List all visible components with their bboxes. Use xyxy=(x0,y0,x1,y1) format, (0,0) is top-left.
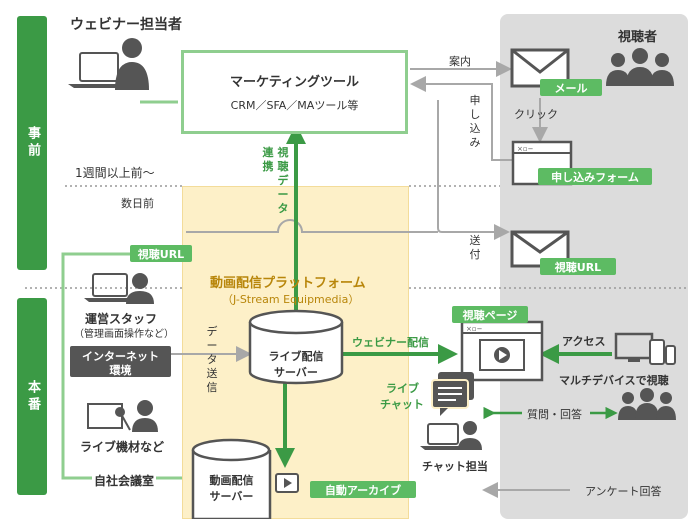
viewing-data-label: 視聴データ xyxy=(277,146,289,215)
send-label: 送付 xyxy=(469,234,481,261)
room-label: 自社会議室 xyxy=(92,472,157,489)
phase-before-label: 事前 xyxy=(25,126,40,160)
access-label: アクセス xyxy=(562,335,606,348)
auto-archive-tag: 自動アーカイブ xyxy=(310,481,416,498)
marketing-tool-subtitle: CRM／SFA／MAツール等 xyxy=(230,99,359,112)
survey-label: アンケート回答 xyxy=(585,485,662,498)
internet-environment-box xyxy=(70,346,171,377)
live-chat-label-1: ライブ xyxy=(386,382,419,395)
vod-server-label-2: サーバー xyxy=(209,490,254,503)
data-send-label: データ送信 xyxy=(206,325,218,394)
click-label: クリック xyxy=(514,108,558,121)
days-before-label: 数日前 xyxy=(121,197,154,210)
multi-device-label: マルチデバイスで視聴 xyxy=(559,374,669,387)
phase-live-tab: 本番 xyxy=(17,298,47,495)
equipment-label: ライブ機材など xyxy=(80,440,165,454)
live-server-label-2: サーバー xyxy=(274,366,318,379)
view-url-tag: 視聴URL xyxy=(540,258,616,275)
chat-staff-label: チャット担当 xyxy=(422,460,488,473)
staff-note-label: （管理画面操作など） xyxy=(74,329,174,340)
phase-live-label: 本番 xyxy=(25,379,40,414)
phase-before-tab: 事前 xyxy=(17,16,47,270)
apply-label: 申し込み xyxy=(469,94,481,149)
marketing-tool-box xyxy=(181,50,408,134)
environment-label: 環境 xyxy=(109,364,132,377)
platform-title: 動画配信プラットフォーム xyxy=(210,276,366,291)
live-server-label-1: ライブ配信 xyxy=(268,350,324,363)
viewers-label: 視聴者 xyxy=(618,30,658,45)
mail-tag: メール xyxy=(540,79,602,96)
host-label: ウェビナー担当者 xyxy=(70,17,182,33)
platform-subtitle: （J-Stream Equipmedia） xyxy=(222,293,360,306)
qa-label: 質問・回答 xyxy=(527,408,582,421)
webinar-delivery-label: ウェビナー配信 xyxy=(352,336,429,349)
view-page-tag: 視聴ページ xyxy=(452,306,528,323)
view-url-left-tag: 視聴URL xyxy=(130,245,192,262)
marketing-tool-title: マーケティングツール xyxy=(230,75,359,90)
apply-form-tag: 申し込みフォーム xyxy=(538,168,652,185)
live-chat-label-2: チャット xyxy=(380,398,424,411)
staff-label: 運営スタッフ xyxy=(85,312,158,326)
data-link-label: 連携 xyxy=(262,146,274,173)
internet-label: インターネット xyxy=(82,350,159,363)
guide-label: 案内 xyxy=(449,55,471,68)
vod-server-label-1: 動画配信 xyxy=(209,474,254,487)
week-before-label: 1週間以上前〜 xyxy=(75,166,155,180)
